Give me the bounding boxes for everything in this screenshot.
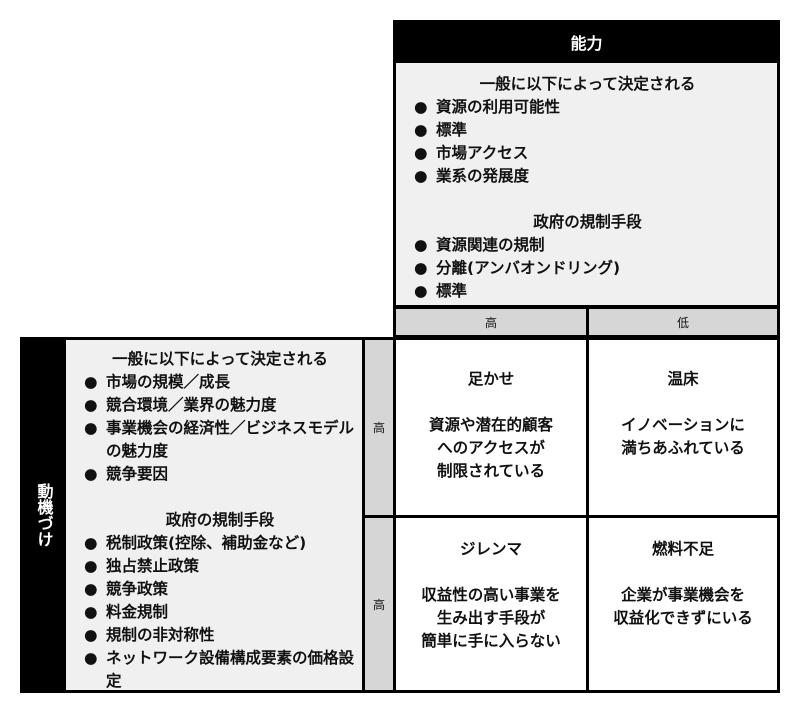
spacer (84, 486, 356, 509)
list-item: 事業機会の経済性／ビジネスモデルの魅力度 (84, 417, 356, 463)
list-item: 競争政策 (84, 578, 356, 601)
capability-general-heading: 一般に以下によって決定される (479, 75, 696, 93)
list-item: 税制政策(控除、補助金など) (84, 532, 356, 555)
capability-gov-list: 資源関連の規制 分離(アンバオンドリング) 標準 (414, 234, 761, 303)
quadrant-title: 温床 (667, 370, 699, 388)
list-item: 規制の非対称性 (84, 624, 356, 647)
list-item: 標準 (414, 119, 761, 142)
quadrant-title: 燃料不足 (651, 540, 714, 558)
motivation-header: 動機づけ (20, 337, 67, 693)
list-item: 標準 (414, 280, 761, 303)
capability-header-label: 能力 (570, 34, 603, 53)
quadrant-top-right: 温床 イノベーションに 満ちあふれている (586, 337, 780, 518)
quadrant-description: 収益性の高い事業を 生み出す手段が 簡単に手に入らない (421, 586, 561, 650)
quadrant-bottom-right: 燃料不足 企業が事業機会を 収益化できずにいる (586, 515, 780, 693)
capability-general-list: 資源の利用可能性 標準 市場アクセス 業系の発展度 (414, 96, 761, 188)
level-label: 低 (676, 315, 689, 330)
motivation-header-label: 動機づけ (34, 483, 54, 547)
spacer (414, 188, 761, 211)
quadrant-title: ジレンマ (459, 540, 522, 558)
motivation-gov-heading: 政府の規制手段 (165, 511, 275, 529)
list-item: 料金規制 (84, 601, 356, 624)
list-item: 分離(アンバオンドリング) (414, 257, 761, 280)
level-label: 高 (372, 597, 385, 612)
capability-level-high: 高 (393, 306, 589, 338)
motivation-general-list: 市場の規模／成長 競合環境／業界の魅力度 事業機会の経済性／ビジネスモデルの魅力… (84, 371, 356, 486)
motivation-level-row2: 高 (362, 515, 396, 693)
quadrant-description: イノベーションに 満ちあふれている (621, 416, 745, 457)
quadrant-title: 足かせ (467, 370, 515, 388)
list-item: 資源関連の規制 (414, 234, 761, 257)
list-item: 競争要因 (84, 463, 356, 486)
level-label: 高 (372, 421, 385, 435)
motivation-level-row1: 高 (362, 337, 396, 518)
list-item: 資源の利用可能性 (414, 96, 761, 119)
quadrant-top-left: 足かせ 資源や潜在的顧客 へのアクセスが 制限されている (393, 337, 589, 518)
list-item: 市場アクセス (414, 142, 761, 165)
motivation-gov-list: 税制政策(控除、補助金など) 独占禁止政策 競争政策 料金規制 規制の非対称性 … (84, 532, 356, 693)
list-item: 業系の発展度 (414, 165, 761, 188)
capability-gov-heading: 政府の規制手段 (533, 213, 642, 231)
quadrant-description: 資源や潜在的顧客 へのアクセスが 制限されている (428, 416, 553, 480)
list-item: ネットワーク設備構成要素の価格設定 (84, 647, 356, 693)
list-item: 独占禁止政策 (84, 555, 356, 578)
capability-header: 能力 (393, 20, 780, 64)
level-label: 高 (484, 315, 497, 330)
motivation-general-heading: 一般に以下によって決定される (112, 350, 328, 368)
list-item: 競合環境／業界の魅力度 (84, 394, 356, 417)
capability-level-low: 低 (586, 306, 780, 338)
quadrant-bottom-left: ジレンマ 収益性の高い事業を 生み出す手段が 簡単に手に入らない (393, 515, 589, 693)
quadrant-description: 企業が事業機会を 収益化できずにいる (613, 586, 753, 627)
list-item: 市場の規模／成長 (84, 371, 356, 394)
capability-panel: 一般に以下によって決定される 資源の利用可能性 標準 市場アクセス 業系の発展度… (393, 63, 780, 308)
motivation-panel: 一般に以下によって決定される 市場の規模／成長 競合環境／業界の魅力度 事業機会… (66, 337, 364, 693)
